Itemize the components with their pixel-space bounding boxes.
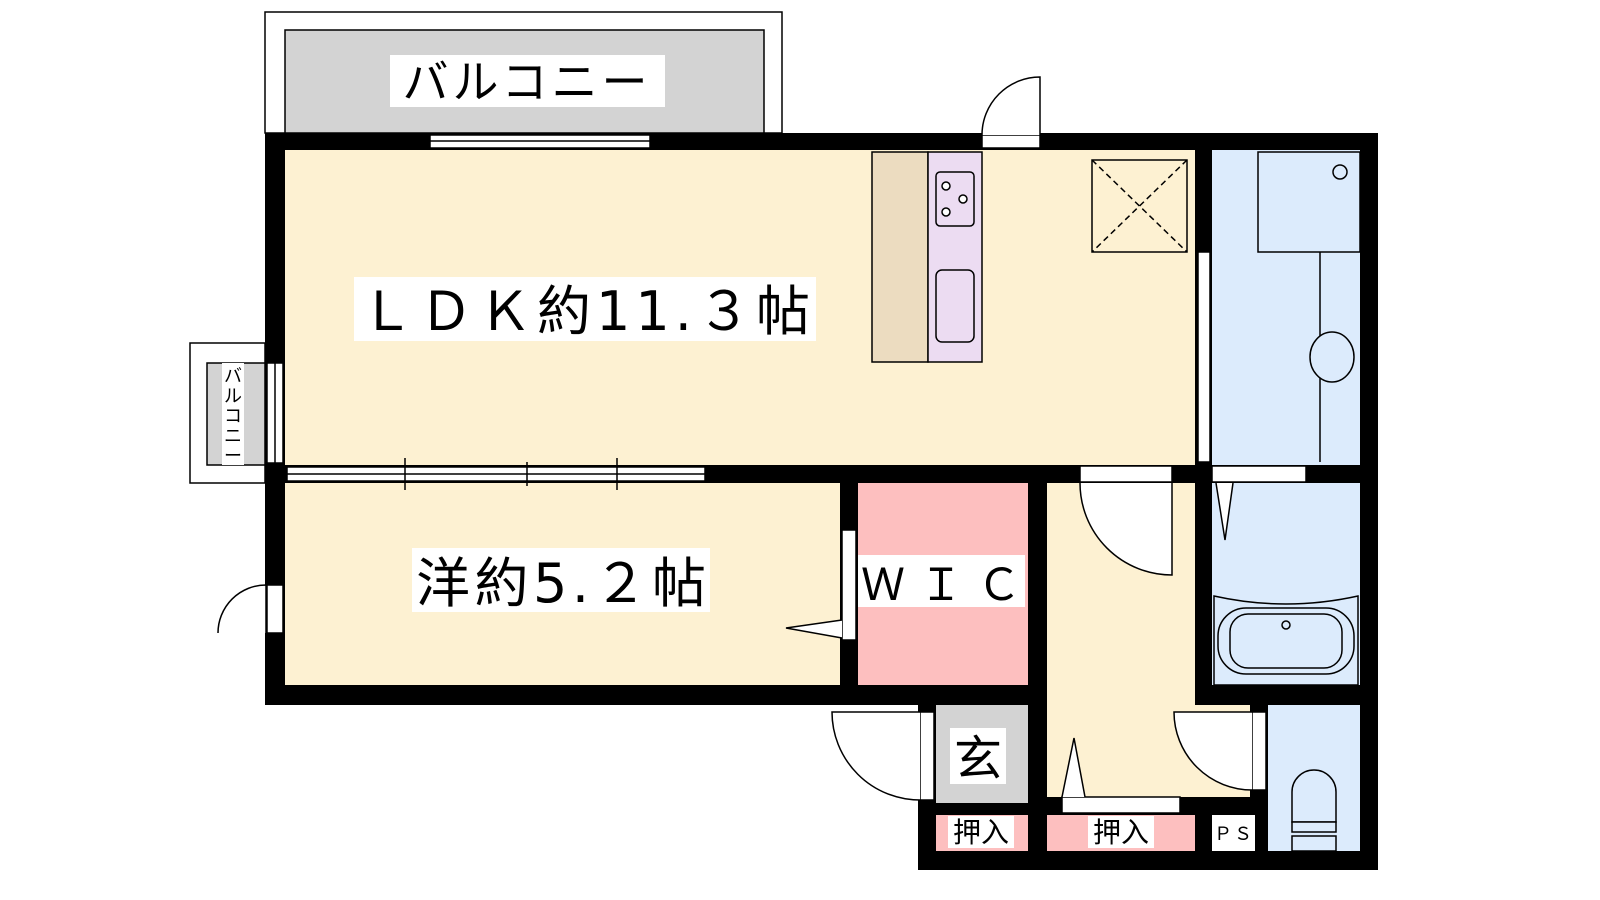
label-balcony-side-3: コ bbox=[224, 406, 242, 427]
label-balcony-side-1: バ bbox=[224, 366, 242, 387]
label-entrance: 玄 bbox=[954, 731, 1002, 787]
label-wic: ＷＩＣ bbox=[861, 560, 1021, 611]
wash-basin-icon bbox=[1309, 331, 1355, 383]
window-wash bbox=[1197, 251, 1211, 463]
label-balcony-side-5: ー bbox=[224, 446, 242, 467]
label-ldk: ＬＤＫ約11.３帖 bbox=[360, 280, 810, 343]
label-western: 洋約5.２帖 bbox=[416, 552, 706, 615]
door-entrance[interactable] bbox=[831, 711, 921, 801]
label-closet-hall: 押入 bbox=[1093, 816, 1149, 849]
sink-icon bbox=[935, 269, 975, 343]
door-wic-marker bbox=[785, 619, 843, 639]
stove-icon bbox=[935, 171, 975, 227]
door-bath-marker bbox=[1215, 482, 1234, 541]
kitchen-counter bbox=[871, 151, 929, 363]
door-toilet[interactable] bbox=[1173, 711, 1253, 791]
toilet-icon bbox=[1291, 769, 1337, 823]
label-balcony-side-4: ニ bbox=[224, 426, 242, 447]
door-ldk[interactable] bbox=[1079, 482, 1173, 576]
label-closet-entrance: 押入 bbox=[953, 816, 1009, 849]
ps-shaft bbox=[1212, 815, 1255, 851]
door-closet-marker bbox=[1061, 737, 1086, 798]
door-western-side[interactable] bbox=[217, 584, 267, 634]
label-balcony-top: バルコニー bbox=[402, 55, 651, 109]
door-service[interactable] bbox=[981, 76, 1041, 136]
label-balcony-side-2: ル bbox=[224, 386, 242, 407]
